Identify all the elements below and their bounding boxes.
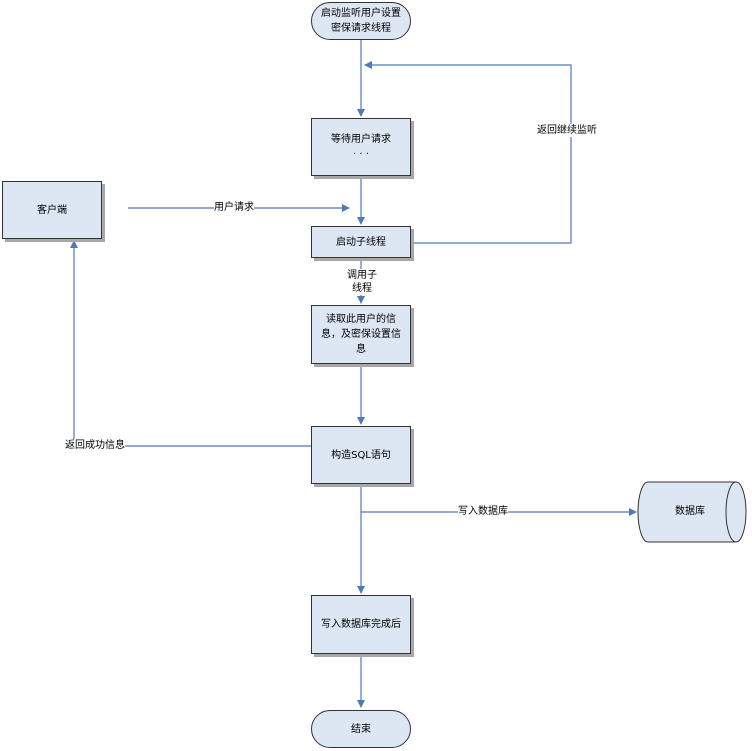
client-label: 客户端 (37, 204, 67, 216)
call-child-line1: 调用子 (347, 270, 377, 281)
return-listen-label: 返回继续监听 (537, 124, 597, 137)
read-info-box: 读取此用户的信 息，及密保设置信 息 (311, 305, 411, 364)
call-child-line2: 线程 (352, 283, 372, 294)
end-label: 结束 (351, 723, 371, 735)
after-write-label: 写入数据库完成后 (321, 619, 401, 630)
database-label: 数据库 (675, 506, 705, 517)
end-terminator: 结束 (311, 710, 411, 748)
wait-line1: 等待用户请求 (331, 134, 391, 145)
start-terminator: 启动监听用户设置 密保请求线程 (311, 2, 411, 40)
client-box: 客户端 (2, 181, 102, 239)
wait-dots: · · · (353, 149, 369, 160)
return-success-label: 返回成功信息 (65, 439, 125, 452)
write-db-label: 写入数据库 (458, 505, 508, 518)
build-sql-box: 构造SQL语句 (311, 426, 411, 484)
wait-request-box: 等待用户请求 · · · (311, 118, 411, 176)
start-line1: 启动监听用户设置 (321, 8, 401, 19)
read-line1: 读取此用户的信 (326, 314, 396, 325)
read-line3: 息 (356, 344, 366, 355)
read-line2: 息，及密保设置信 (321, 329, 401, 340)
build-label: 构造SQL语句 (331, 449, 391, 461)
start-line2: 密保请求线程 (331, 23, 391, 34)
user-request-label: 用户请求 (214, 201, 254, 214)
spawn-label: 启动子线程 (336, 236, 386, 248)
edge-build-return-success (70, 240, 311, 447)
spawn-thread-box: 启动子线程 (311, 226, 411, 258)
call-child-label: 调用子 线程 (342, 269, 382, 295)
database-cylinder (637, 481, 747, 543)
after-write-box: 写入数据库完成后 (311, 595, 411, 654)
edge-spawn-return-listen (364, 61, 572, 244)
